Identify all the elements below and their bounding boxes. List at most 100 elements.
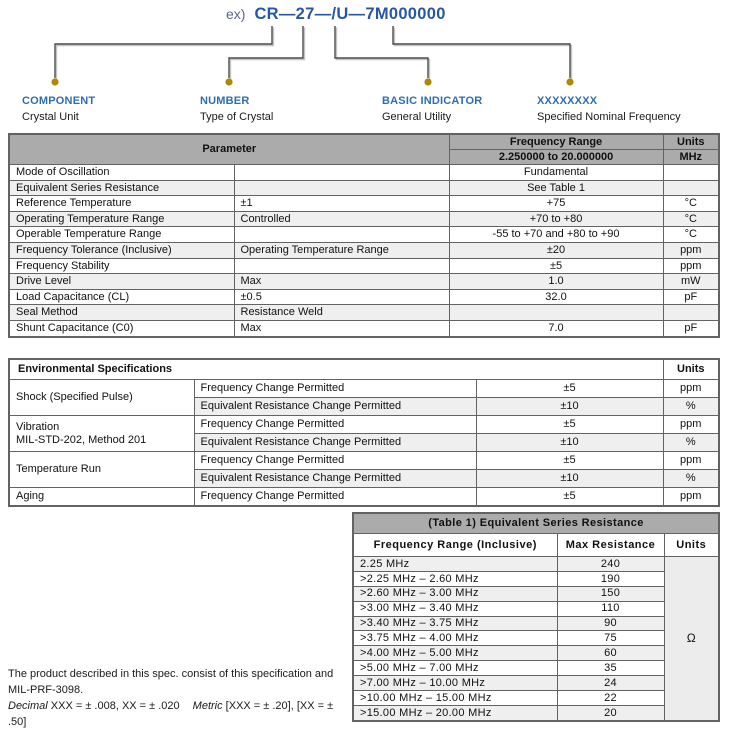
connector-dot-icon: [225, 78, 233, 86]
unit-cell: %: [662, 469, 720, 488]
ohm-unit-cell: Ω: [663, 555, 720, 722]
param-cell: Load Capacitance (CL): [8, 288, 235, 306]
connector-line: [228, 26, 304, 78]
legend-sublabel: General Utility: [382, 111, 452, 123]
value-cell: ±5: [475, 487, 664, 507]
table-header-row: Frequency Range (Inclusive) Max Resistan…: [352, 533, 720, 557]
unit-cell: %: [662, 397, 720, 416]
table-row: Equivalent Resistance Change Permitted ±…: [9, 397, 720, 416]
table-header-row: 2.250000 to 20.000000 MHz: [9, 149, 720, 165]
group-cell: Aging: [8, 487, 195, 507]
metric-label: Metric: [192, 700, 223, 712]
unit-cell: ppm: [662, 415, 720, 434]
range-cell: >2.60 MHz – 3.00 MHz: [352, 585, 558, 602]
value-cell: ±5: [475, 379, 664, 398]
units-header: Units: [662, 133, 720, 150]
units-value: MHz: [662, 149, 720, 165]
param-cell: Operating Temperature Range: [8, 210, 235, 228]
table-row: Drive Level Max 1.0 mW: [8, 273, 720, 290]
legend-label: NUMBER: [200, 95, 250, 107]
table-row: >2.25 MHz – 2.60 MHz 190: [352, 570, 719, 587]
condition-cell: [233, 179, 450, 197]
param-cell: Equivalent Series Resistance: [8, 179, 235, 197]
max-cell: 240: [556, 556, 665, 572]
value-cell: -55 to +70 and +80 to +90: [448, 226, 664, 243]
test-cell: Frequency Change Permitted: [193, 451, 477, 470]
unit-cell: pF: [662, 288, 720, 306]
table-row: Operating Temperature Range Controlled +…: [8, 210, 720, 228]
test-cell: Frequency Change Permitted: [193, 415, 477, 434]
unit-cell: %: [662, 433, 720, 452]
table-row: Seal Method Resistance Weld: [8, 304, 720, 321]
connector-line: [392, 26, 571, 78]
connector-dot-icon: [51, 78, 59, 86]
table-row: Operable Temperature Range -55 to +70 an…: [8, 226, 720, 243]
param-cell: Seal Method: [8, 304, 235, 321]
legend-label: COMPONENT: [22, 95, 96, 107]
table-row: >4.00 MHz – 5.00 MHz 60: [352, 645, 719, 662]
legend-sublabel: Crystal Unit: [22, 111, 79, 123]
range-cell: >2.25 MHz – 2.60 MHz: [352, 570, 558, 587]
range-cell: >7.00 MHz – 10.00 MHz: [352, 675, 558, 692]
table-row: Shock (Specified Pulse) Frequency Change…: [8, 379, 720, 416]
param-cell: Frequency Stability: [8, 257, 235, 275]
table-row: Mode of Oscillation Fundamental: [8, 164, 720, 181]
param-cell: Mode of Oscillation: [8, 164, 235, 181]
value-cell: ±5: [448, 257, 664, 275]
table-row: Vibration MIL-STD-202, Method 201 Freque…: [8, 415, 720, 452]
test-cell: Equivalent Resistance Change Permitted: [193, 397, 477, 416]
table-row: Load Capacitance (CL) ±0.5 32.0 pF: [8, 288, 720, 306]
value-cell: [448, 304, 664, 321]
condition-cell: Controlled: [233, 210, 450, 228]
value-cell: 32.0: [448, 288, 664, 306]
unit-cell: °C: [662, 210, 720, 228]
table-row: Equivalent Resistance Change Permitted ±…: [9, 469, 720, 488]
unit-cell: [662, 179, 720, 197]
table-row: Aging Frequency Change Permitted ±5 ppm: [8, 487, 720, 507]
test-cell: Frequency Change Permitted: [193, 487, 477, 507]
value-cell: 1.0: [448, 273, 664, 290]
value-cell: ±20: [448, 241, 664, 259]
max-cell: 20: [556, 704, 665, 722]
decimal-tolerances: XXX = ± .008, XX = ± .020: [47, 700, 180, 712]
value-cell: +70 to +80: [448, 210, 664, 228]
unit-cell: pF: [662, 319, 720, 338]
legend-sublabel: Type of Crystal: [200, 111, 274, 123]
unit-cell: ppm: [662, 257, 720, 275]
max-cell: 22: [556, 690, 665, 706]
connector-dot-icon: [566, 78, 574, 86]
table-row: >3.75 MHz – 4.00 MHz 75: [352, 630, 719, 647]
unit-cell: [662, 304, 720, 321]
range-cell: >3.75 MHz – 4.00 MHz: [352, 630, 558, 647]
range-cell: >3.00 MHz – 3.40 MHz: [352, 600, 558, 617]
max-cell: 24: [556, 675, 665, 692]
range-cell: >5.00 MHz – 7.00 MHz: [352, 660, 558, 677]
table-row: >3.40 MHz – 3.75 MHz 90: [352, 615, 719, 632]
value-cell: ±10: [475, 433, 664, 452]
group-cell: Temperature Run: [8, 451, 195, 488]
condition-cell: ±0.5: [233, 288, 450, 306]
frequency-range-header: Frequency Range: [448, 133, 664, 150]
unit-cell: ppm: [662, 379, 720, 398]
table-row: Frequency Stability ±5 ppm: [8, 257, 720, 275]
condition-cell: Operating Temperature Range: [233, 241, 450, 259]
parameter-table: Parameter Frequency Range Units 2.250000…: [8, 133, 721, 338]
unit-cell: ppm: [662, 241, 720, 259]
unit-cell: [662, 164, 720, 181]
unit-cell: °C: [662, 195, 720, 212]
legend-component: COMPONENT Crystal Unit: [22, 93, 95, 125]
group-cell: Shock (Specified Pulse): [8, 379, 195, 416]
legend-frequency: XXXXXXXX Specified Nominal Frequency: [537, 93, 681, 125]
value-cell: 7.0: [448, 319, 664, 338]
test-cell: Equivalent Resistance Change Permitted: [193, 469, 477, 488]
condition-cell: ±1: [233, 195, 450, 212]
footnote-line: The product described in this spec. cons…: [8, 668, 334, 680]
max-cell: 75: [556, 630, 665, 647]
decimal-label: Decimal: [8, 700, 48, 712]
connector-dot-icon: [424, 78, 432, 86]
units-header: Units: [663, 533, 720, 557]
table-row: Shunt Capacitance (C0) Max 7.0 pF: [8, 319, 720, 338]
table-row: Temperature Run Frequency Change Permitt…: [8, 451, 720, 488]
esr-title: (Table 1) Equivalent Series Resistance: [352, 512, 720, 534]
table-row: Equivalent Series Resistance See Table 1: [8, 179, 720, 197]
